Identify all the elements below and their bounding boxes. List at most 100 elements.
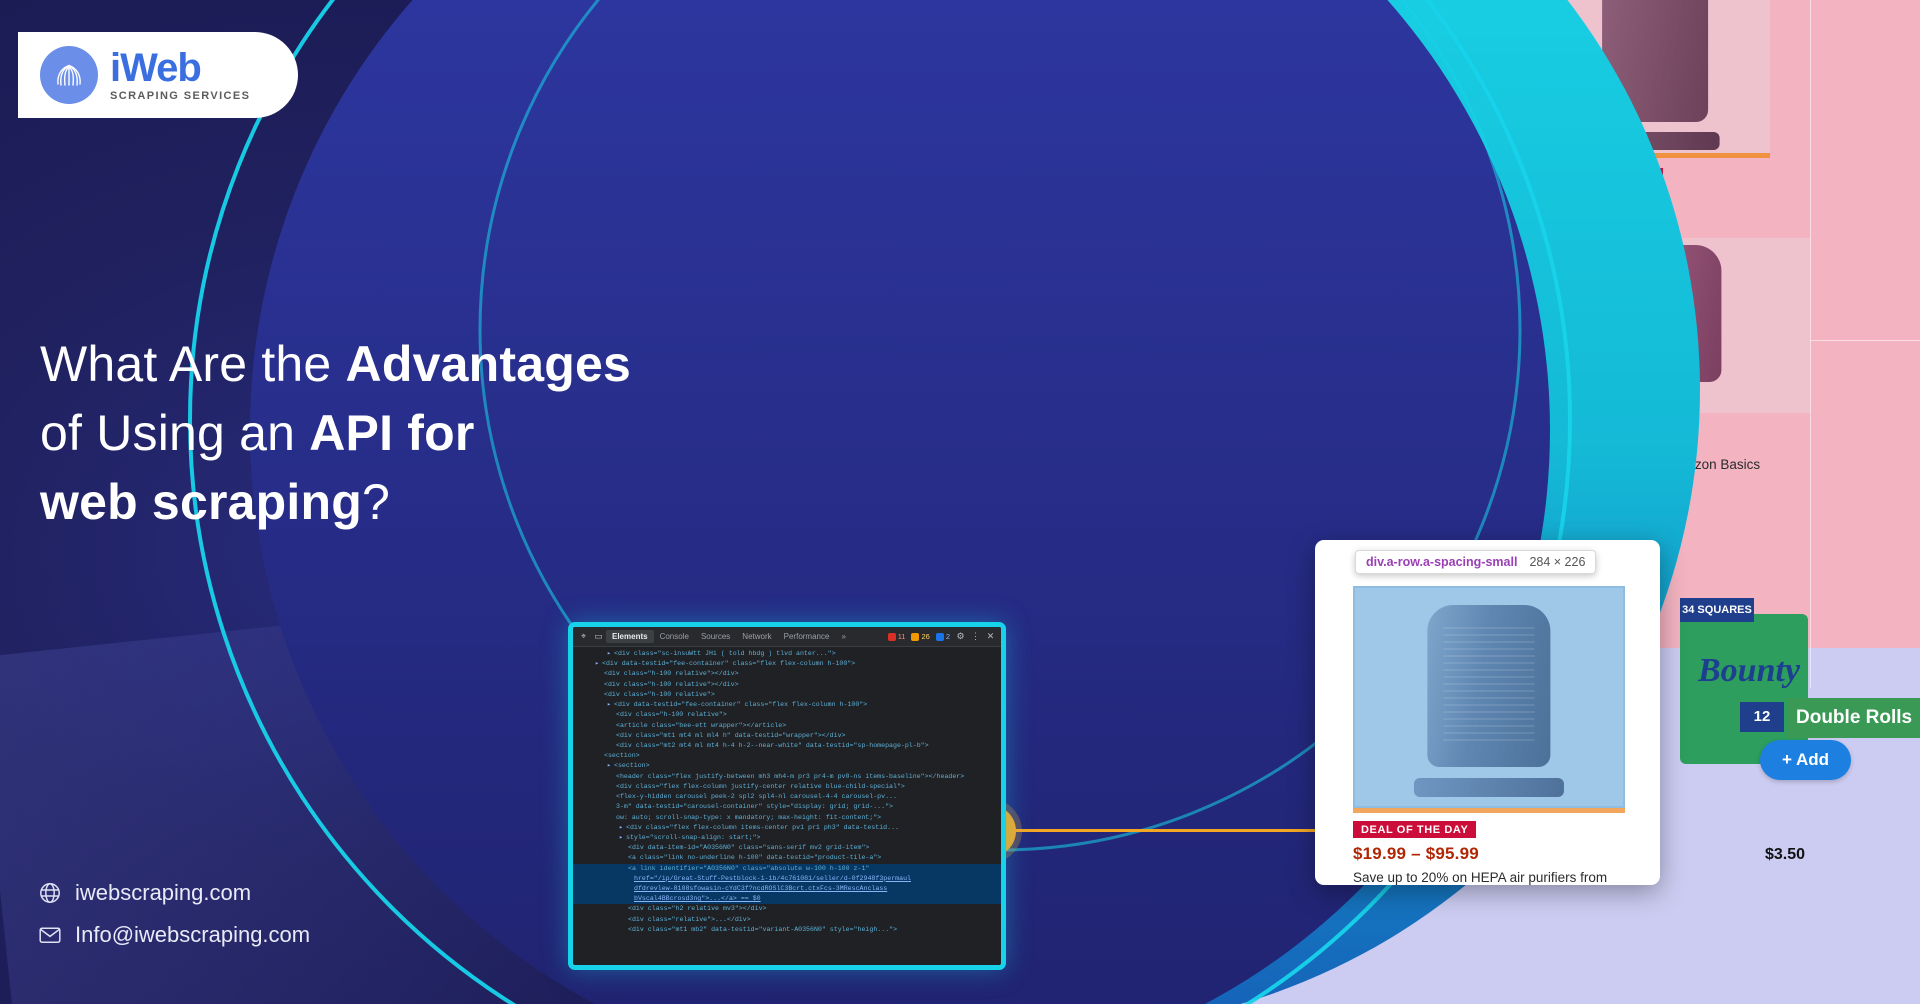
- devtools-code-text: <flex-y-hidden carousel peek-2 spl2 spl4…: [616, 793, 897, 801]
- devtools-code-text: <div class="mt1 mb2" data-testid="varian…: [628, 925, 898, 933]
- expand-triangle-icon[interactable]: ▸: [607, 701, 611, 709]
- tab-more-overflow[interactable]: »: [841, 632, 846, 641]
- devtools-code-text: <header class="flex justify-between mh3 …: [616, 772, 965, 780]
- tab-sources[interactable]: Sources: [700, 632, 731, 641]
- headline-text-plain: What Are the: [40, 336, 346, 392]
- devtools-code-line[interactable]: <div class="h2 relative mv3"></div>: [573, 904, 1001, 914]
- brand-label: Bounty: [1698, 652, 1801, 689]
- devtools-code-line[interactable]: <div class="h-100 relative"></div>: [573, 669, 1001, 679]
- devtools-code-line[interactable]: ▸<div data-testid="fee-container" class=…: [573, 700, 1001, 710]
- air-purifier-image: [1353, 586, 1625, 808]
- devtools-code-line[interactable]: ▸<div class="sc-insuWtt JHi ( told hbdg …: [573, 649, 1001, 659]
- devtools-code-text: <section>: [604, 752, 640, 760]
- count-chip: 34 SQUARES: [1680, 598, 1754, 622]
- devtools-elements-tree[interactable]: ▸<div class="sc-insuWtt JHi ( told hbdg …: [573, 647, 1001, 962]
- devtools-code-text: <div class="h-100 relative"></div>: [604, 670, 739, 678]
- close-icon[interactable]: ✕: [986, 631, 995, 641]
- deal-description: Save up to 20% on HEPA air purifiers fro…: [1353, 870, 1608, 885]
- devtools-code-line[interactable]: <div class="h-100 relative">: [573, 690, 1001, 700]
- inspect-element-icon[interactable]: ⌖: [580, 631, 587, 641]
- element-inspector-card[interactable]: div.a-row.a-spacing-small 284 × 226 DEAL…: [1315, 540, 1660, 885]
- devtools-code-text: <section>: [613, 762, 650, 770]
- devtools-code-line[interactable]: 3-m" data-testid="carousel-container" st…: [573, 802, 1001, 812]
- tab-elements[interactable]: Elements: [606, 630, 654, 643]
- devtools-code-line[interactable]: ▸<div class="flex flex-column items-cent…: [573, 823, 1001, 833]
- devtools-code-text: <div class="h-100 relative">: [616, 711, 727, 719]
- devtools-code-line[interactable]: <a class="link no-underline h-100" data-…: [573, 853, 1001, 863]
- expand-triangle-icon[interactable]: ▸: [619, 833, 623, 841]
- fingerprint-circle-icon: [40, 46, 98, 104]
- devtools-code-text: <article class="bee-ett wrapper"></artic…: [616, 721, 787, 729]
- devtools-code-line[interactable]: <a link identifier="A0356N0" class="abso…: [573, 863, 1001, 874]
- devtools-code-line[interactable]: <header class="flex justify-between mh3 …: [573, 772, 1001, 782]
- warning-badge[interactable]: 26: [908, 632, 932, 641]
- headline-line-3: web scraping?: [40, 468, 940, 537]
- grid-divider: [1810, 0, 1811, 688]
- error-badge[interactable]: 11: [885, 632, 909, 641]
- deal-badge: DEAL OF THE DAY: [1353, 821, 1477, 838]
- devtools-code-line[interactable]: ow: auto; scroll-snap-type: x mandatory;…: [573, 813, 1001, 823]
- devtools-code-line[interactable]: <div class="mt1 mt4 ml ml4 h" data-testi…: [573, 731, 1001, 741]
- devtools-code-line[interactable]: <article class="bee-ett wrapper"></artic…: [573, 721, 1001, 731]
- devtools-code-text: <div class="relative">...</div>: [628, 915, 751, 923]
- email-text: Info@iwebscraping.com: [75, 922, 311, 947]
- devtools-code-text: <div class="h-100 relative"></div>: [604, 680, 739, 688]
- headline-text-plain: of Using an: [40, 405, 310, 461]
- devtools-code-line[interactable]: <flex-y-hidden carousel peek-2 spl2 spl4…: [573, 792, 1001, 802]
- devtools-code-line[interactable]: <div class="relative">...</div>: [573, 915, 1001, 925]
- devtools-code-line[interactable]: <div class="h-100 relative">: [573, 710, 1001, 720]
- devtools-code-line[interactable]: ▸style="scroll-snap-align: start;">: [573, 833, 1001, 843]
- devtools-code-line[interactable]: <div class="flex flex-column justify-cen…: [573, 782, 1001, 792]
- devtools-code-line[interactable]: dfdrevlew-8108sfowasin-cYdC3f?ncdROSlC3B…: [573, 884, 1001, 895]
- expand-triangle-icon[interactable]: ▸: [607, 650, 611, 657]
- website-text: iwebscraping.com: [75, 880, 252, 905]
- inspector-dimensions-text: 284 × 226: [1529, 555, 1586, 569]
- devtools-code-line[interactable]: bVscal4BBcrosd3ng">...</a> == $0: [573, 894, 1001, 905]
- devtools-code-line[interactable]: <section>: [573, 751, 1001, 761]
- device-toolbar-icon[interactable]: ▭: [594, 631, 603, 641]
- devtools-code-line[interactable]: <div class="mt2 mt4 ml mt4 h-4 h-2--near…: [573, 741, 1001, 751]
- contact-email-row[interactable]: Info@iwebscraping.com: [38, 922, 310, 948]
- devtools-code-text: <a link identifier="A0356N0" class="abso…: [628, 864, 870, 872]
- expand-triangle-icon[interactable]: ▸: [595, 660, 599, 668]
- devtools-code-line[interactable]: <div class="mt1 mb2" data-testid="varian…: [573, 925, 1001, 935]
- warning-count: 26: [921, 632, 930, 641]
- devtools-code-text: ow: auto; scroll-snap-type: x mandatory;…: [616, 813, 882, 821]
- info-badge[interactable]: 2: [933, 632, 953, 641]
- headline-text-bold: Advantages: [345, 336, 631, 392]
- devtools-code-text: <div data-item-id="A0356N0" class="sans-…: [628, 844, 870, 852]
- globe-icon: [38, 881, 62, 905]
- devtools-code-text: dfdrevlew-8108sfowasin-cYdC3f?ncdROSlC3B…: [634, 885, 888, 893]
- connector-line: [1010, 829, 1330, 832]
- logo-name: iWeb: [110, 46, 202, 90]
- gear-icon[interactable]: ⚙: [956, 631, 965, 641]
- devtools-code-text: <div class="flex flex-column items-cente…: [625, 823, 900, 831]
- devtools-code-text: <div class="h-100 relative">: [604, 690, 715, 698]
- expand-triangle-icon[interactable]: ▸: [607, 762, 611, 770]
- logo[interactable]: iWeb SCRAPING SERVICES: [18, 32, 298, 118]
- envelope-icon: [38, 923, 62, 947]
- kebab-menu-icon[interactable]: ⋮: [971, 631, 980, 641]
- element-inspector-tooltip: div.a-row.a-spacing-small 284 × 226: [1355, 550, 1597, 574]
- tab-console[interactable]: Console: [659, 632, 689, 641]
- devtools-toolbar[interactable]: ⌖ ▭ Elements Console Sources Network Per…: [573, 627, 1001, 647]
- devtools-code-line[interactable]: <div data-item-id="A0356N0" class="sans-…: [573, 843, 1001, 853]
- tab-performance[interactable]: Performance: [783, 632, 830, 641]
- devtools-code-text: <div data-testid="fee-container" class="…: [613, 701, 868, 709]
- info-badge-icon: [935, 632, 944, 641]
- devtools-code-text: bVscal4BBcrosd3ng">...</a> == $0: [634, 895, 761, 903]
- tab-network[interactable]: Network: [742, 632, 772, 641]
- warning-badge-icon: [911, 632, 920, 641]
- expand-triangle-icon[interactable]: ▸: [619, 823, 623, 831]
- devtools-window[interactable]: ⌖ ▭ Elements Console Sources Network Per…: [568, 622, 1006, 970]
- headline-text-bold: web scraping: [40, 474, 362, 530]
- contact-website-row[interactable]: iwebscraping.com: [38, 880, 310, 906]
- devtools-code-line[interactable]: ▸<section>: [573, 761, 1001, 771]
- add-to-cart-button[interactable]: + Add: [1760, 740, 1852, 780]
- devtools-code-line[interactable]: ▸<div data-testid="fee-container" class=…: [573, 659, 1001, 669]
- devtools-code-line[interactable]: href="/ip/Great-Stuff-Pestblock-1-1b/4c7…: [573, 873, 1001, 885]
- devtools-code-text: <a class="link no-underline h-100" data-…: [628, 854, 882, 862]
- devtools-code-text: <div class="flex flex-column justify-cen…: [616, 782, 905, 790]
- devtools-code-line[interactable]: <div class="h-100 relative"></div>: [573, 680, 1001, 690]
